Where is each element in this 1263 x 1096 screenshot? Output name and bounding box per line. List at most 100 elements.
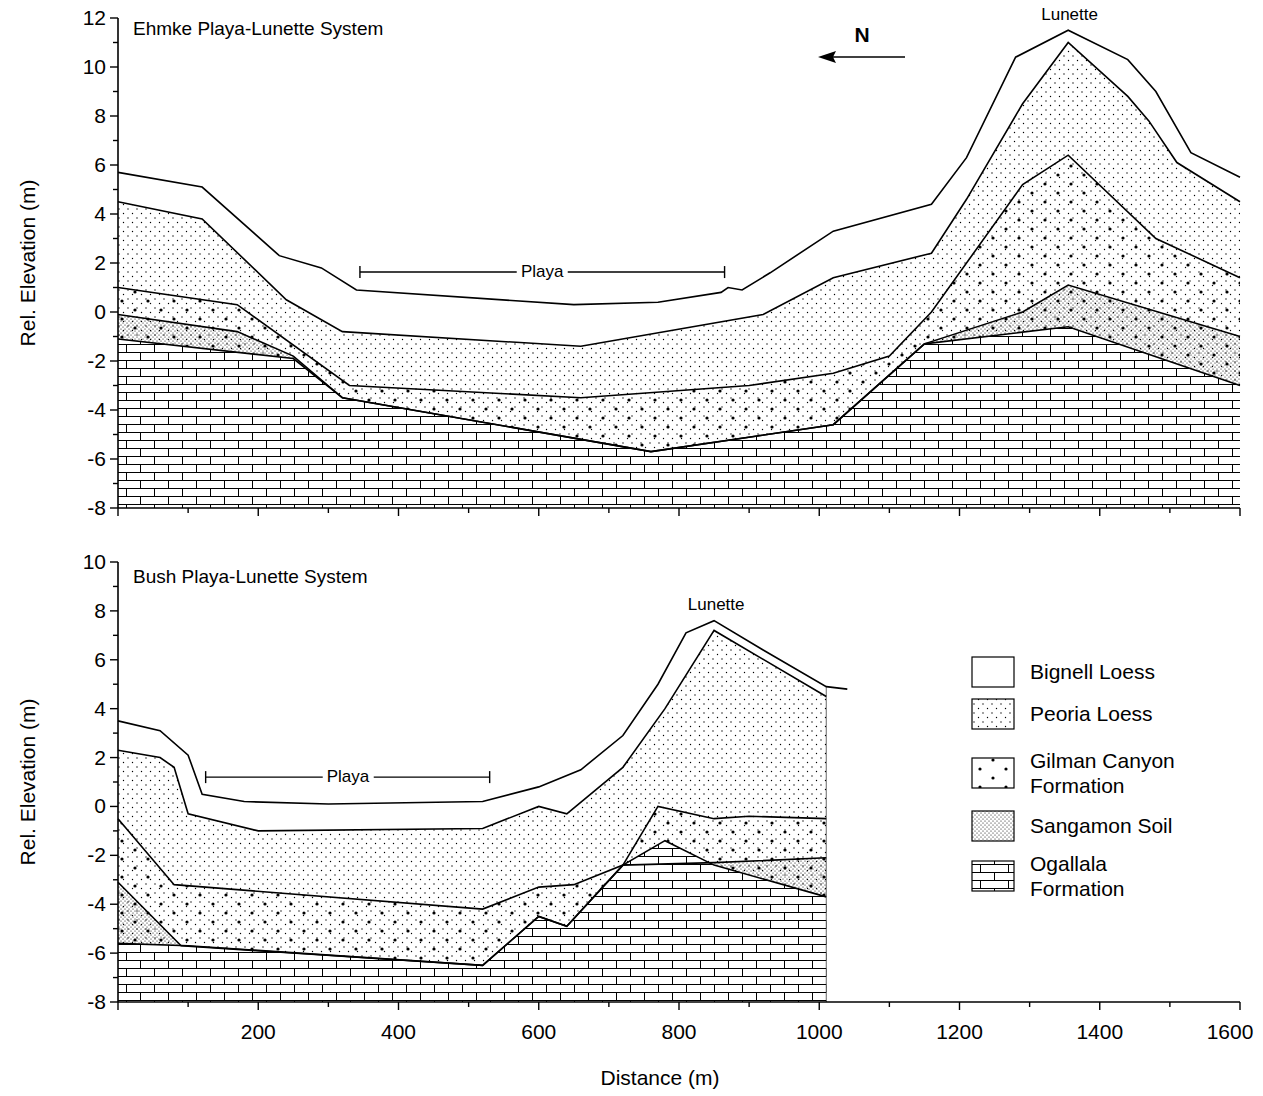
x-tick (889, 1002, 890, 1007)
tick-label: 6 (94, 153, 106, 177)
legend-label: Bignell Loess (1030, 659, 1200, 684)
y-tick (113, 287, 118, 288)
unit-boundary (118, 30, 1240, 304)
y-tick (110, 855, 118, 856)
y-tick (110, 262, 118, 263)
axes (110, 562, 1240, 1010)
x-tick (678, 1002, 679, 1010)
y-tick (113, 336, 118, 337)
tick-label: 1400 (1076, 1020, 1123, 1044)
tick-label: 1000 (796, 1020, 843, 1044)
legend-label: Sangamon Soil (1030, 813, 1200, 838)
unit-boundary (118, 621, 847, 804)
y-tick (110, 1001, 118, 1002)
x-tick (608, 508, 609, 513)
y-tick (110, 360, 118, 361)
y-tick (110, 213, 118, 214)
x-tick (538, 1002, 539, 1010)
y-tick (113, 91, 118, 92)
tick-label: 0 (94, 300, 106, 324)
y-tick (113, 385, 118, 386)
x-tick (398, 1002, 399, 1010)
y-tick (110, 17, 118, 18)
x-tick (1239, 508, 1240, 516)
sangamon-soil-unit (118, 285, 1240, 508)
legend-swatch (972, 699, 1014, 729)
x-tick (678, 508, 679, 516)
x-tick (1169, 508, 1170, 513)
tick-label: 8 (94, 104, 106, 128)
lunette-label: Lunette (688, 595, 745, 615)
y-tick (113, 635, 118, 636)
y-tick (110, 311, 118, 312)
tick-label: 10 (83, 550, 106, 574)
y-tick (113, 781, 118, 782)
tick-label: 2 (94, 745, 106, 769)
peoria-loess-unit (118, 43, 1240, 509)
tick-label: -2 (87, 843, 106, 867)
y-tick (110, 115, 118, 116)
x-tick (187, 508, 188, 513)
y-tick (110, 806, 118, 807)
tick-label: -6 (87, 447, 106, 471)
y-tick (110, 904, 118, 905)
x-tick (1099, 1002, 1100, 1010)
y-tick (110, 659, 118, 660)
legend-label: Gilman Canyon Formation (1030, 748, 1200, 798)
x-tick (328, 508, 329, 513)
tick-label: 200 (241, 1020, 276, 1044)
y-tick (113, 830, 118, 831)
y-tick (110, 66, 118, 67)
y-tick (113, 140, 118, 141)
x-tick (748, 1002, 749, 1007)
x-tick (1029, 508, 1030, 513)
x-tick (398, 508, 399, 516)
y-tick (113, 732, 118, 733)
lunette-label: Lunette (1041, 5, 1098, 25)
panel-title: Bush Playa-Lunette System (133, 566, 367, 588)
legend-label: Peoria Loess (1030, 701, 1200, 726)
playa-label: Playa (323, 767, 374, 787)
tick-label: 400 (381, 1020, 416, 1044)
unit-boundary (118, 43, 1240, 347)
x-tick (117, 1002, 118, 1010)
y-tick (113, 483, 118, 484)
tick-label: -8 (87, 496, 106, 520)
playa-label: Playa (517, 262, 568, 282)
axis-title: Distance (m) (600, 1066, 719, 1090)
unit-boundary (118, 285, 1240, 452)
x-tick (187, 1002, 188, 1007)
y-tick (113, 434, 118, 435)
y-tick (110, 458, 118, 459)
legend-swatch (972, 811, 1014, 841)
north-arrow (818, 51, 905, 63)
legend-label: Ogallala Formation (1030, 851, 1200, 901)
axes (110, 18, 1240, 516)
tick-label: -8 (87, 990, 106, 1014)
gilman-canyon-formation-unit (118, 155, 1240, 508)
legend-swatch (972, 657, 1014, 687)
x-tick (819, 508, 820, 516)
tick-label: -4 (87, 398, 106, 422)
x-tick (1169, 1002, 1170, 1007)
tick-label: 4 (94, 202, 106, 226)
tick-label: 600 (521, 1020, 556, 1044)
y-tick (113, 586, 118, 587)
cross-section-panel (110, 562, 1240, 1010)
y-tick (113, 928, 118, 929)
ogallala-formation-unit (118, 841, 826, 1002)
x-tick (258, 1002, 259, 1010)
y-tick (110, 507, 118, 508)
y-tick (110, 708, 118, 709)
y-tick (113, 977, 118, 978)
y-tick (110, 561, 118, 562)
y-tick (113, 42, 118, 43)
tick-label: 0 (94, 794, 106, 818)
axis-title: Rel. Elevation (m) (16, 699, 40, 866)
unit-boundary (118, 327, 1240, 452)
tick-label: 6 (94, 648, 106, 672)
x-tick (1029, 1002, 1030, 1007)
gilman-canyon-formation-unit (118, 806, 826, 1002)
